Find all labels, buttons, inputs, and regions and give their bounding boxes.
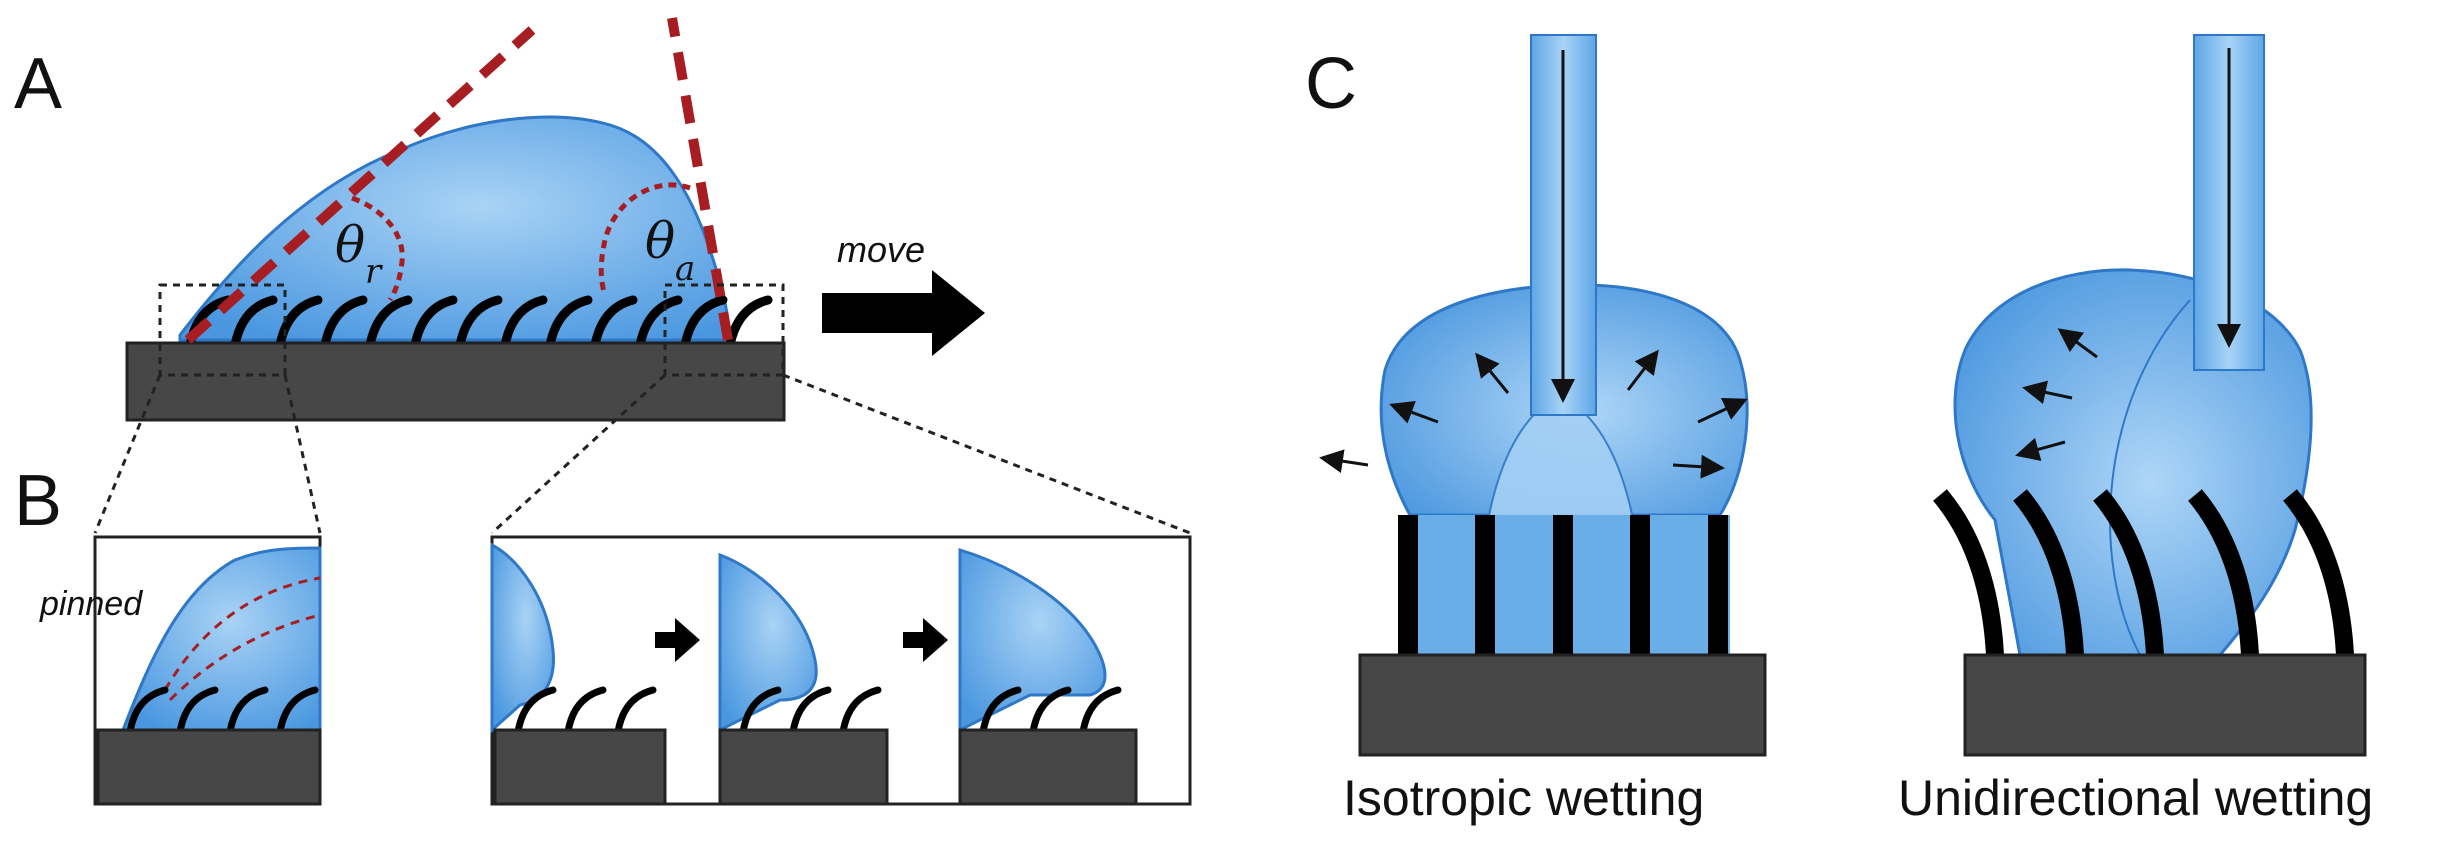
- stage-3-droplet: [958, 547, 1107, 733]
- substrate-b3: [718, 728, 889, 806]
- panel-c: C Isotropic we: [1305, 34, 2373, 826]
- pinned-dashed-arc-2: [168, 613, 321, 702]
- unidirectional-substrate: [1963, 653, 2367, 757]
- zoom-box-left: [158, 283, 287, 377]
- isotropic-wetting-diagram: Isotropic wetting: [1319, 34, 1767, 826]
- substrate-a: [125, 341, 786, 422]
- sequence-arrow-2: [903, 618, 948, 662]
- theta-a-symbol: θ: [645, 212, 675, 270]
- theta-a-subscript: a: [675, 249, 695, 289]
- isotropic-caption: Isotropic wetting: [1343, 770, 1704, 826]
- panel-b-label: B: [14, 461, 62, 541]
- zoom-box-right: [663, 283, 785, 377]
- pillar-array-b3: [739, 686, 882, 736]
- theta-r-symbol: θ: [335, 216, 365, 274]
- sequence-arrow-1: [655, 618, 700, 662]
- pillar-array-b1: [126, 686, 319, 736]
- panel-c-label: C: [1305, 44, 1357, 124]
- move-arrow: [822, 270, 985, 356]
- zoom-leaders: [93, 373, 1191, 535]
- substrate-b2: [493, 728, 667, 806]
- stage-2-droplet: [718, 552, 818, 733]
- pinned-dashed-arc-1: [163, 576, 321, 691]
- pillar-array-b4: [979, 686, 1122, 736]
- receding-angle-arc: [351, 195, 405, 302]
- panel-a-label: A: [14, 44, 62, 124]
- receding-tangent-line: [184, 26, 536, 344]
- pillar-array-a: [185, 295, 773, 350]
- substrate-b1: [96, 728, 322, 806]
- pillar-array-b2: [514, 686, 657, 736]
- isotropic-spread-arrows: [1319, 349, 1748, 479]
- unidirectional-caption: Unidirectional wetting: [1898, 770, 2373, 826]
- unidirectional-spread-arrows: [2015, 328, 2098, 461]
- advancing-angle-arc: [598, 182, 691, 296]
- move-label: move: [837, 229, 925, 270]
- panel-a: A θ r θ a: [14, 17, 985, 422]
- substrate-b4: [958, 728, 1138, 806]
- panel-b: B pinned: [14, 461, 1192, 806]
- unidirectional-wetting-diagram: Unidirectional wetting: [1898, 34, 2373, 826]
- unidirectional-tilted-pillars: [1933, 489, 2354, 656]
- pinned-label: pinned: [39, 585, 143, 623]
- isotropic-substrate: [1358, 653, 1767, 757]
- unidirectional-inner-front: [2109, 299, 2191, 656]
- isotropic-pillars: [1398, 515, 1728, 657]
- theta-r-subscript: r: [365, 252, 383, 292]
